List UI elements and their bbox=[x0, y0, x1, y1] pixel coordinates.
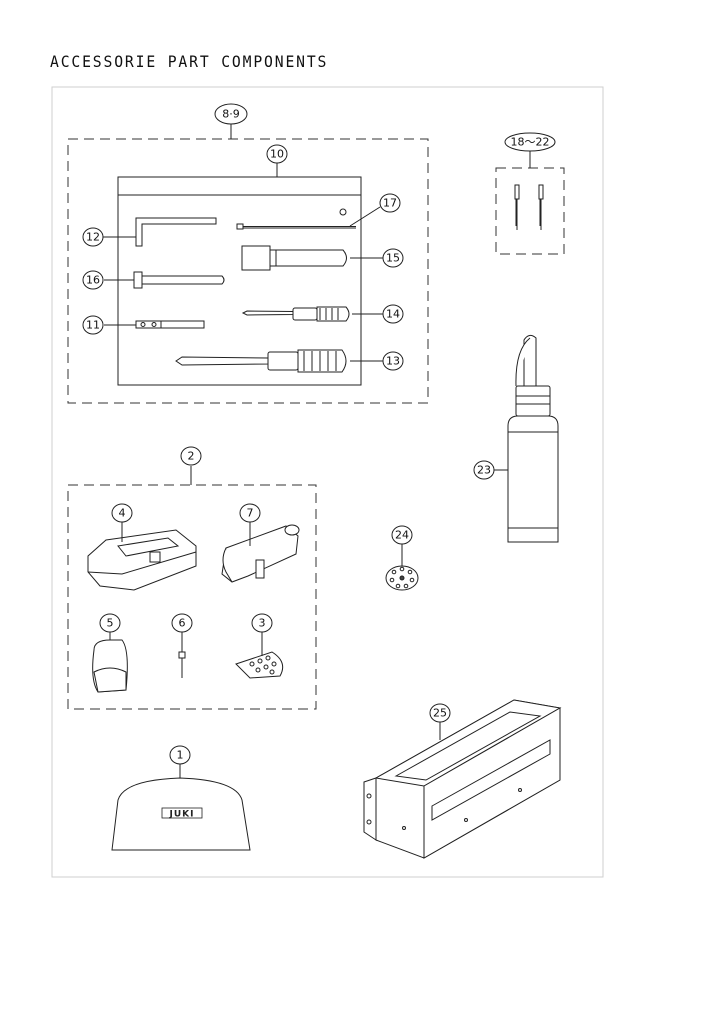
callout-25: 25 bbox=[429, 703, 451, 723]
needles-group bbox=[495, 150, 565, 255]
callout-18-22: 18～22 bbox=[504, 132, 556, 152]
group-2-boundary bbox=[67, 484, 317, 710]
svg-text:13: 13 bbox=[386, 355, 400, 368]
callout-3: 3 bbox=[251, 613, 273, 633]
needle bbox=[514, 184, 520, 230]
small-screwdriver bbox=[241, 306, 383, 322]
group-8-9 bbox=[67, 124, 429, 404]
bobbin bbox=[385, 544, 419, 591]
callout-1: 1 bbox=[169, 745, 191, 765]
svg-text:14: 14 bbox=[386, 308, 400, 321]
large-screwdriver bbox=[175, 349, 383, 373]
svg-text:5: 5 bbox=[107, 617, 114, 630]
needles-boundary bbox=[495, 167, 565, 255]
juki-logo-text: JUKI bbox=[169, 810, 195, 820]
callout-10: 10 bbox=[266, 144, 288, 164]
svg-text:4: 4 bbox=[119, 507, 126, 520]
callout-5: 5 bbox=[99, 613, 121, 633]
svg-text:18～22: 18～22 bbox=[511, 136, 550, 149]
callout-23: 23 bbox=[473, 460, 495, 480]
callout-6: 6 bbox=[171, 613, 193, 633]
juki-logo: JUKI bbox=[161, 807, 203, 820]
hinge-clamp bbox=[221, 522, 300, 583]
group-2 bbox=[67, 466, 317, 710]
group-8-9-boundary bbox=[67, 138, 429, 404]
rubber-cap bbox=[92, 632, 128, 693]
callout-12: 12 bbox=[82, 227, 104, 247]
svg-text:8·9: 8·9 bbox=[222, 108, 240, 121]
screw-pin bbox=[178, 632, 186, 678]
svg-text:11: 11 bbox=[86, 319, 100, 332]
cable-tie bbox=[236, 206, 381, 230]
callout-7: 7 bbox=[239, 503, 261, 523]
callout-8-9: 8·9 bbox=[214, 103, 248, 125]
svg-text:24: 24 bbox=[395, 529, 409, 542]
callout-16: 16 bbox=[82, 270, 104, 290]
svg-text:2: 2 bbox=[188, 450, 195, 463]
hex-wrench bbox=[135, 217, 217, 247]
callout-2: 2 bbox=[180, 446, 202, 466]
callout-17: 17 bbox=[379, 193, 401, 213]
page-title: ACCESSORIE PART COMPONENTS bbox=[50, 52, 329, 71]
callout-14: 14 bbox=[382, 304, 404, 324]
svg-text:10: 10 bbox=[270, 148, 284, 161]
oiler bbox=[494, 334, 559, 543]
svg-text:17: 17 bbox=[383, 197, 397, 210]
svg-text:12: 12 bbox=[86, 231, 100, 244]
svg-text:3: 3 bbox=[259, 617, 266, 630]
callout-13: 13 bbox=[382, 351, 404, 371]
hole-plate bbox=[235, 632, 284, 679]
callout-11: 11 bbox=[82, 315, 104, 335]
svg-text:25: 25 bbox=[433, 707, 447, 720]
diagram-frame bbox=[51, 86, 604, 878]
callout-15: 15 bbox=[382, 248, 404, 268]
bit-holder bbox=[241, 245, 383, 271]
svg-text:7: 7 bbox=[247, 507, 254, 520]
control-box bbox=[363, 699, 562, 859]
callout-24: 24 bbox=[391, 525, 413, 545]
svg-text:1: 1 bbox=[177, 749, 184, 762]
svg-text:23: 23 bbox=[477, 464, 491, 477]
svg-text:15: 15 bbox=[386, 252, 400, 265]
svg-text:6: 6 bbox=[179, 617, 186, 630]
svg-text:16: 16 bbox=[86, 274, 100, 287]
callout-4: 4 bbox=[111, 503, 133, 523]
needle bbox=[538, 184, 544, 230]
pin bbox=[104, 271, 225, 289]
spanner-bar bbox=[104, 320, 205, 329]
machine-cover: JUKI bbox=[111, 764, 251, 851]
part-holder bbox=[87, 522, 197, 591]
